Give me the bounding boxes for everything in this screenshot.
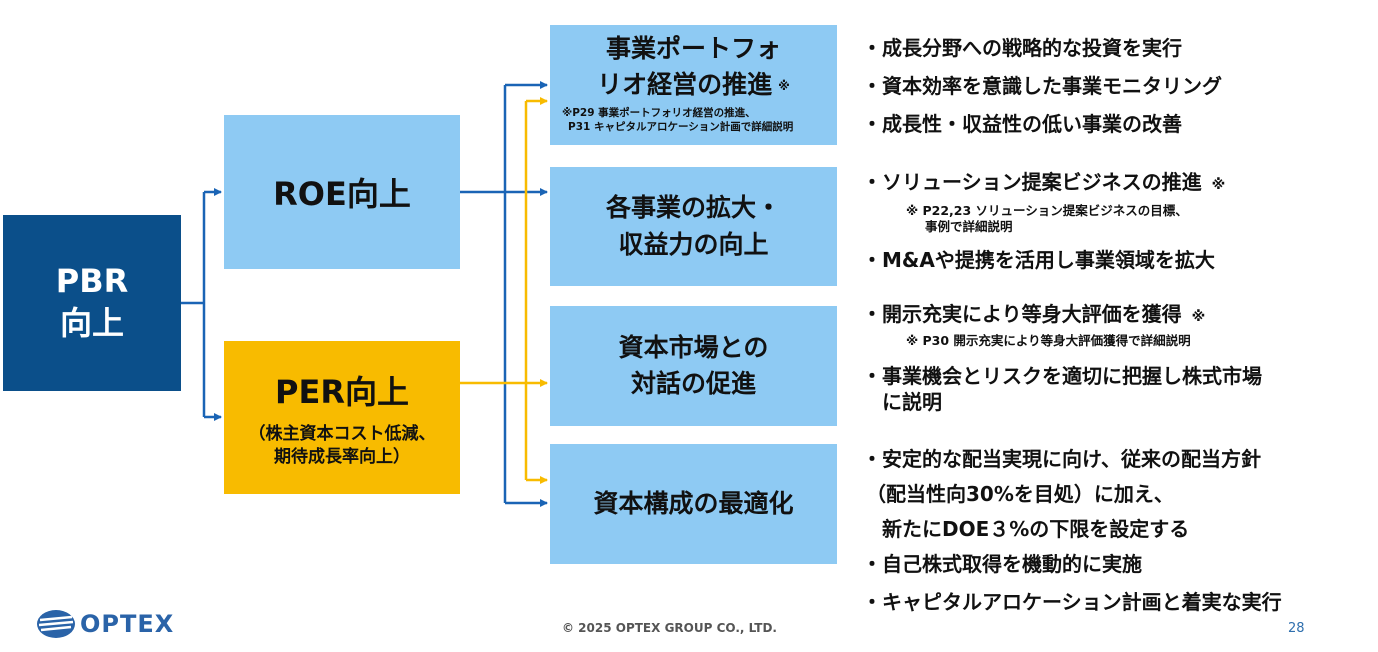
capital-market-dialogue-box: 資本市場との 対話の促進: [550, 306, 837, 426]
box1-mark: ※: [778, 78, 790, 93]
bullet-solution-business-text: ・ソリューション提案ビジネスの推進: [862, 170, 1202, 194]
box1-line2: リオ経営の推進 ※: [597, 67, 790, 103]
bullet-strategic-investment: ・成長分野への戦略的な投資を実行: [862, 36, 1182, 60]
box1-note: ※P29 事業ポートフォリオ経営の推進、 P31 キャピタルアロケーション計画で…: [550, 106, 793, 135]
copyright: © 2025 OPTEX GROUP CO., LTD.: [562, 621, 777, 635]
bullet-risk-line1: ・事業機会とリスクを適切に把握し株式市場: [862, 364, 1262, 388]
optex-logo-icon: [37, 610, 75, 638]
per-box: PER向上 （株主資本コスト低減、 期待成長率向上）: [224, 341, 460, 494]
bullet-risk-explanation: ・事業機会とリスクを適切に把握し株式市場 に説明: [862, 363, 1262, 415]
roe-branch-lines: [460, 81, 548, 507]
pbr-label-line1: PBR: [55, 262, 129, 301]
page-number: 28: [1288, 621, 1305, 636]
bullet-solution-mark: ※: [1211, 177, 1226, 193]
bullet-share-buyback: ・自己株式取得を機動的に実施: [862, 552, 1142, 576]
optex-logo-text: OPTEX: [80, 610, 175, 638]
box1-note-line2: P31 キャピタルアロケーション計画で詳細説明: [568, 121, 794, 134]
pbr-label-line2: 向上: [59, 304, 124, 342]
bullet-dividend-policy: ・安定的な配当実現に向け、従来の配当方針 （配当性向30%を目処）に加え、 新た…: [862, 442, 1261, 547]
box1-line2-text: リオ経営の推進: [597, 70, 773, 100]
bullet-capital-allocation: ・キャピタルアロケーション計画と着実な実行: [862, 590, 1282, 614]
bullet-dividend-line3: 新たにDOE３%の下限を設定する: [882, 517, 1190, 541]
box3-line2: 対話の促進: [630, 369, 756, 398]
bullet-ma-alliance: ・M&Aや提携を活用し事業領域を拡大: [862, 248, 1215, 272]
bullet-disclosure-text: ・開示充実により等身大評価を獲得: [862, 302, 1182, 326]
box2-line2: 収益力の向上: [618, 229, 769, 259]
roe-box: ROE向上: [224, 115, 460, 269]
box1-line1: 事業ポートフォ: [605, 34, 781, 63]
bullet-risk-line2: に説明: [882, 390, 942, 414]
per-branch-lines: [460, 97, 548, 484]
portfolio-management-box: 事業ポートフォ リオ経営の推進 ※ ※P29 事業ポートフォリオ経営の推進、 P3…: [550, 25, 837, 145]
bullet-dividend-line2: （配当性向30%を目処）に加え、: [866, 482, 1174, 506]
bullet-business-improvement: ・成長性・収益性の低い事業の改善: [862, 112, 1182, 136]
pbr-branch-lines: [181, 188, 222, 421]
box2-line1: 各事業の拡大・: [605, 193, 781, 223]
per-sub-line1: （株主資本コスト低減、: [248, 424, 436, 445]
business-expansion-box: 各事業の拡大・ 収益力の向上: [550, 167, 837, 286]
note-solution-line1: ※ P22,23 ソリューション提案ビジネスの目標、: [906, 203, 1188, 218]
bullet-solution-business: ・ソリューション提案ビジネスの推進 ※: [862, 169, 1225, 195]
bullet-disclosure: ・開示充実により等身大評価を獲得 ※: [862, 301, 1205, 327]
box4-line1: 資本構成の最適化: [593, 488, 794, 518]
bullet-disclosure-mark: ※: [1191, 309, 1206, 325]
pbr-box: PBR 向上: [3, 215, 181, 391]
box1-note-line1: ※P29 事業ポートフォリオ経営の推進、: [562, 106, 756, 119]
bullet-capital-efficiency: ・資本効率を意識した事業モニタリング: [862, 74, 1222, 98]
optex-logo: OPTEX: [36, 608, 174, 640]
per-label: PER向上: [275, 373, 409, 412]
capital-structure-box: 資本構成の最適化: [550, 444, 837, 564]
box3-line1: 資本市場との: [618, 332, 769, 362]
note-solution-line2: 事例で詳細説明: [925, 219, 1013, 234]
bullet-dividend-line1: ・安定的な配当実現に向け、従来の配当方針: [862, 447, 1261, 471]
per-sub-line2: 期待成長率向上）: [274, 446, 410, 467]
note-disclosure: ※ P30 開示充実により等身大評価獲得で詳細説明: [906, 333, 1191, 348]
roe-label: ROE向上: [273, 175, 411, 213]
